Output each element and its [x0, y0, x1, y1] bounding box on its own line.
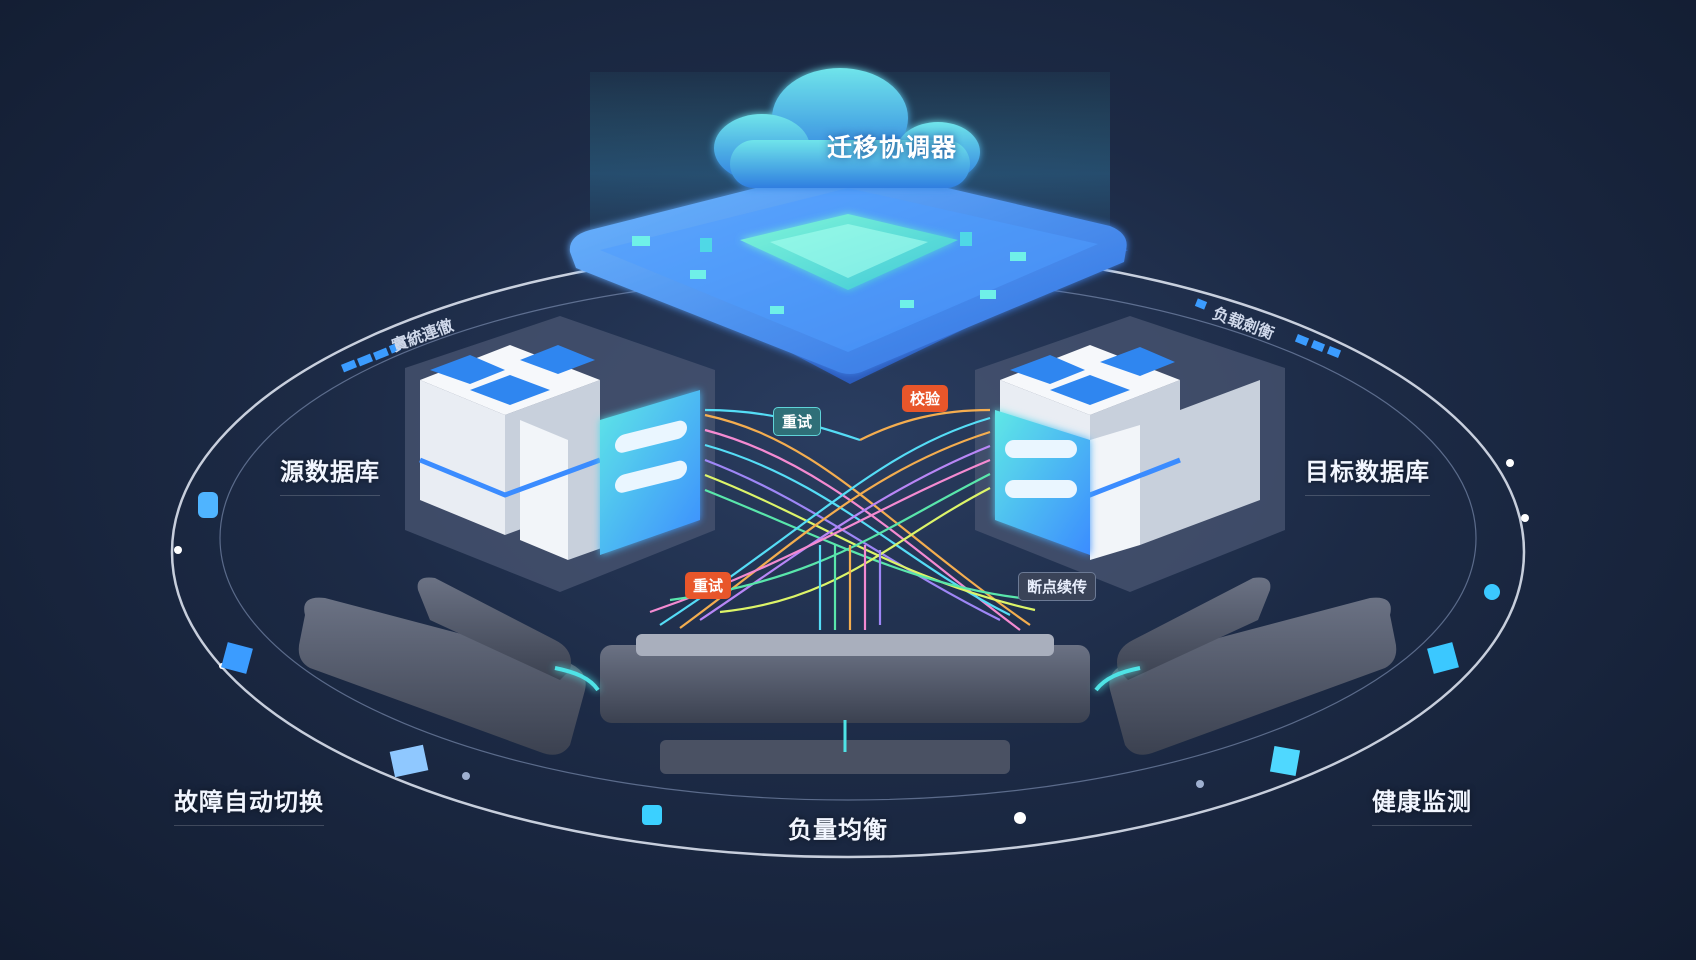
- cube-icon: [642, 805, 662, 825]
- database-cylinder-icon: [198, 492, 218, 518]
- transfer-rails: [298, 577, 1397, 774]
- retry-tag-bottom: 重试: [685, 572, 732, 599]
- source-database-label: 源数据库: [280, 452, 380, 496]
- orbit-node-dot: [1506, 459, 1514, 467]
- retry-tag-top: 重试: [773, 407, 822, 436]
- coordinator-title: 迁移协调器: [826, 133, 957, 162]
- target-database-label: 目标数据库: [1305, 452, 1430, 496]
- health-monitor-label: 健康监测: [1372, 782, 1472, 826]
- failover-label: 故障自动切换: [174, 782, 324, 826]
- cube-icon: [1427, 642, 1459, 674]
- cube-icon: [389, 744, 429, 778]
- status-dot: [1196, 780, 1204, 788]
- status-dot: [1484, 584, 1500, 600]
- orbit-node-dot: [1521, 514, 1529, 522]
- status-dot: [1014, 812, 1026, 824]
- coordinator-platform: [569, 166, 1128, 384]
- load-balance-label: 负量均衡: [788, 816, 888, 844]
- cube-icon: [1269, 745, 1301, 777]
- cube-icon: [221, 642, 253, 674]
- status-dot: [462, 772, 470, 780]
- orbit-node-dot: [174, 546, 182, 554]
- cloud-icon: [714, 68, 980, 188]
- verify-tag: 校验: [902, 385, 949, 412]
- arc-indicator-left: [341, 342, 402, 373]
- arc-indicator-right: [1194, 298, 1342, 358]
- target-database-server: [975, 316, 1285, 592]
- resume-tag: 断点续传: [1018, 572, 1097, 601]
- source-database-server: [405, 316, 715, 592]
